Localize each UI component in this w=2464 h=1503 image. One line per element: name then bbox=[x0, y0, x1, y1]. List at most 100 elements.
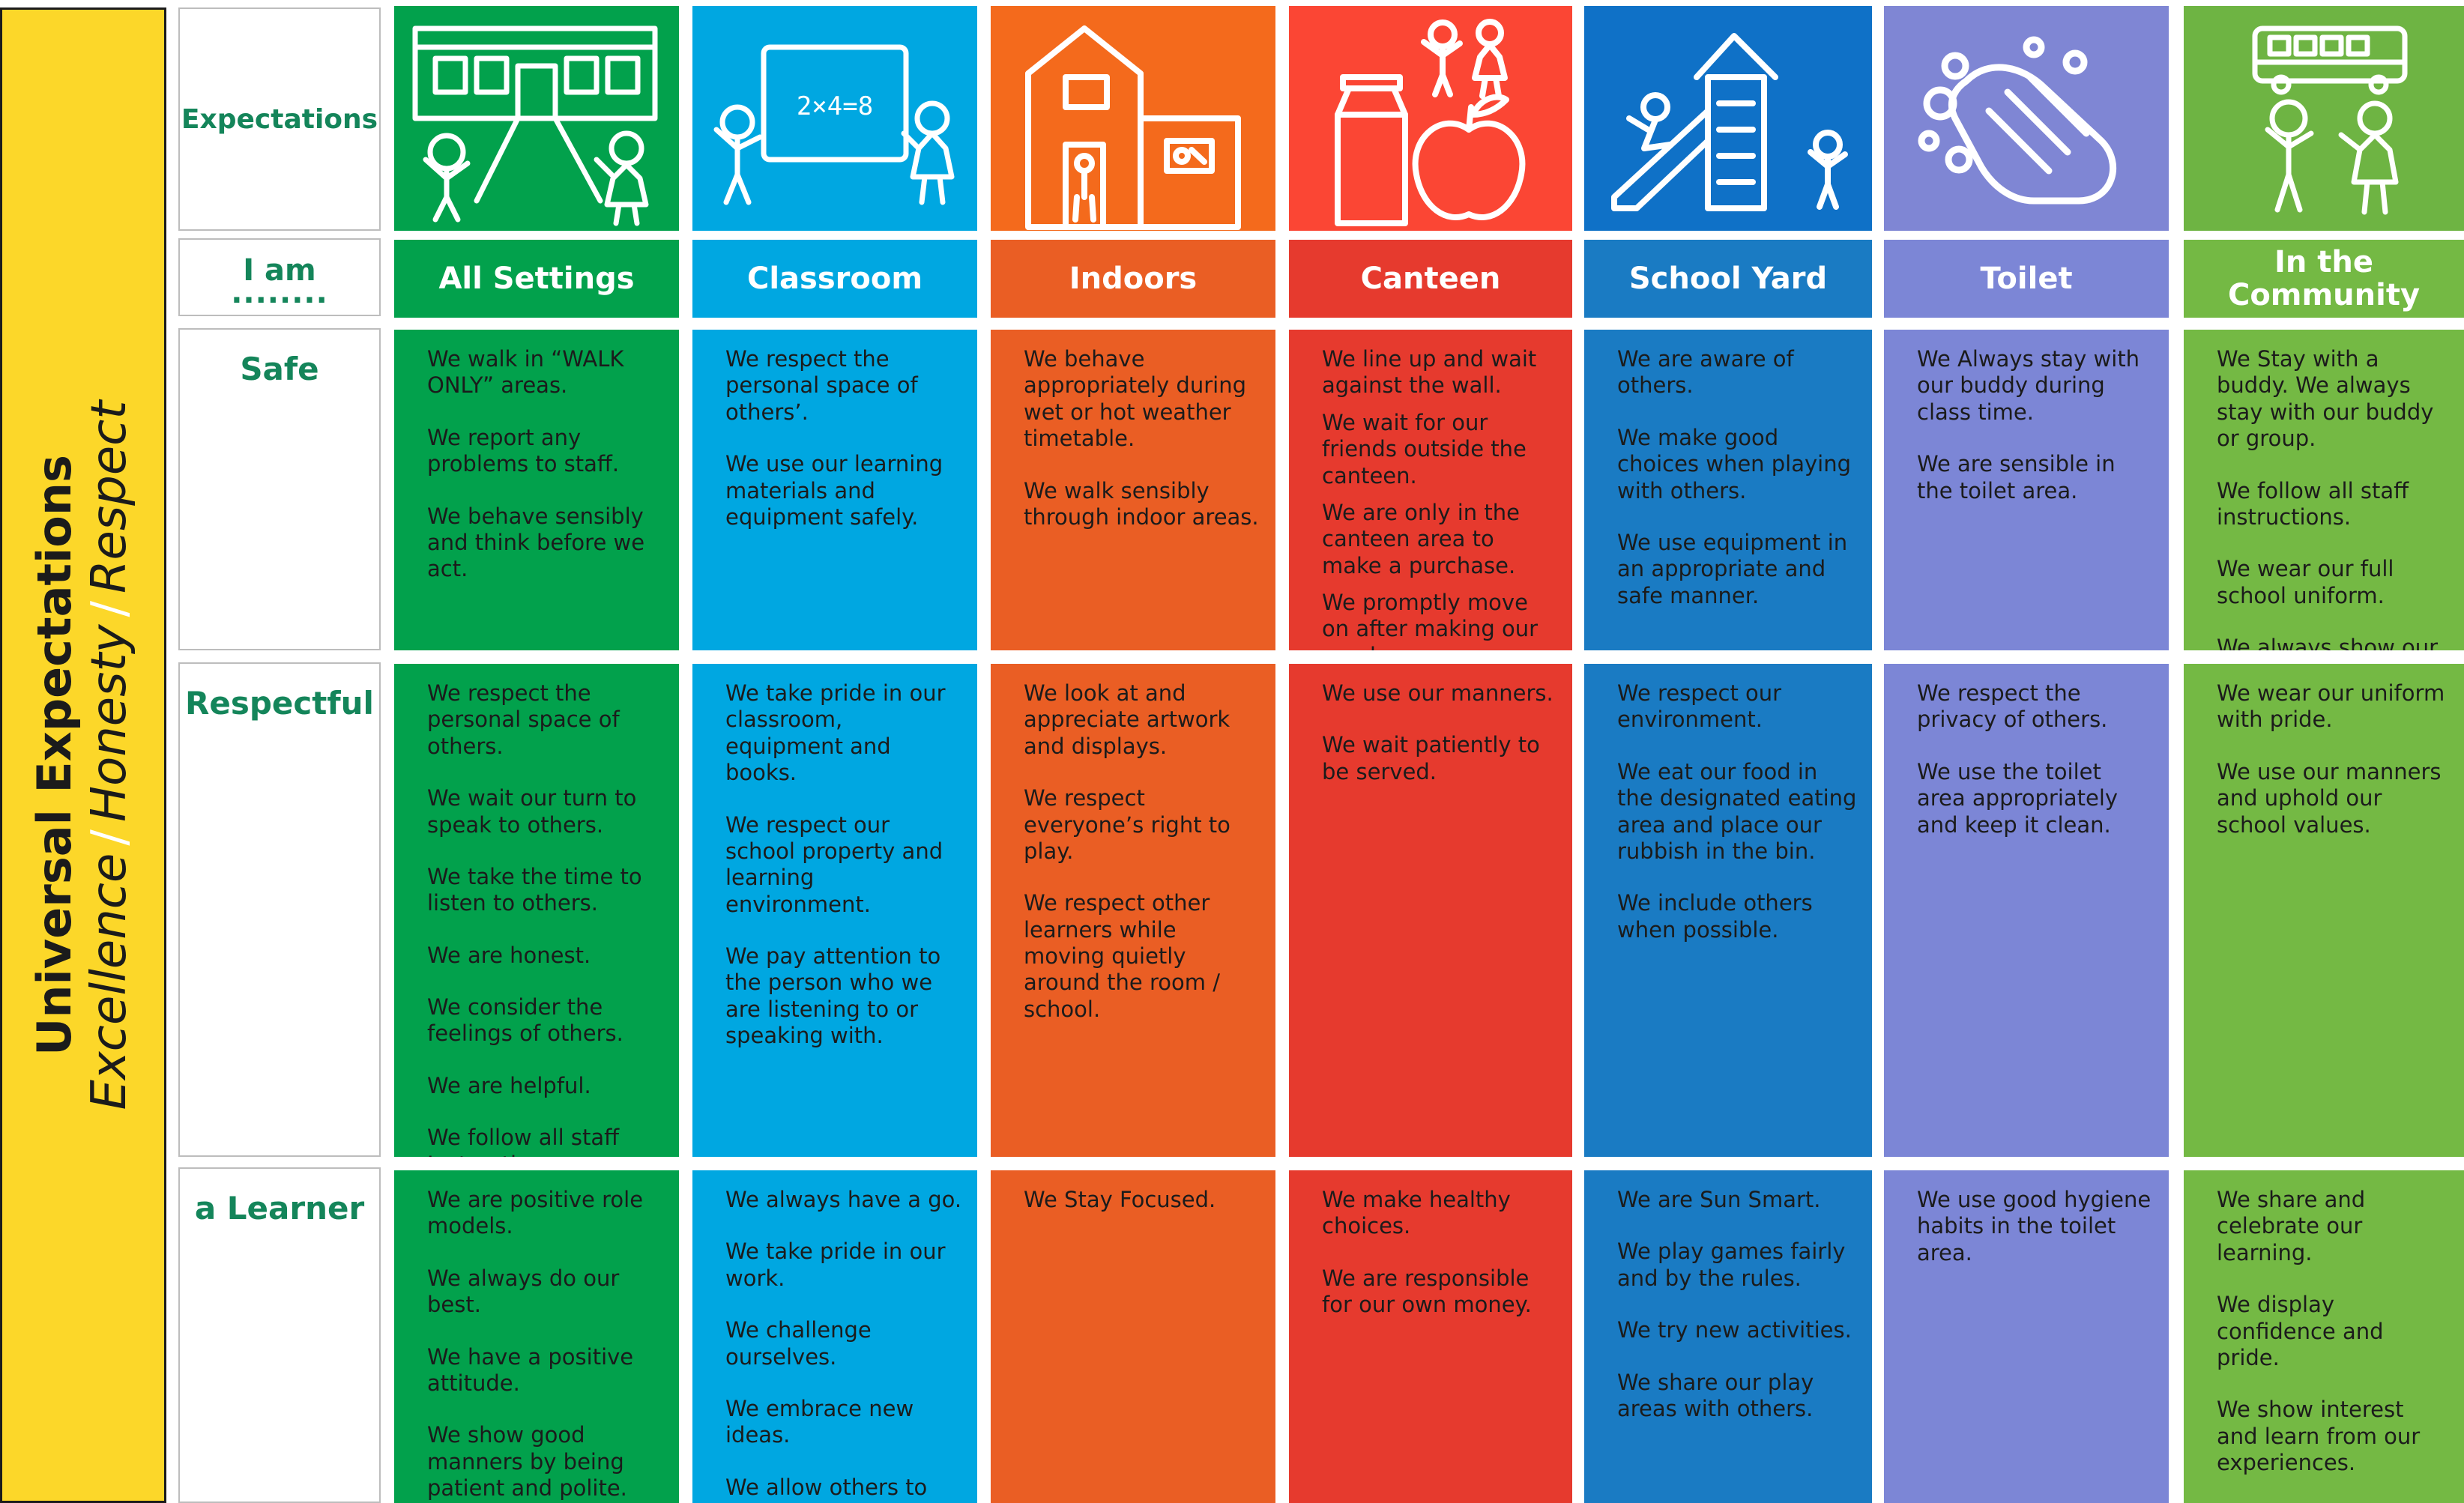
banner-values: Excellence/Honesty/Respect bbox=[82, 400, 138, 1110]
cell-indoors-respectful: We look at and appreciate artwork and di… bbox=[991, 664, 1275, 1157]
row-label-learner: a Learner bbox=[178, 1167, 381, 1503]
expectation-item: We wait our turn to speak to others. bbox=[427, 785, 637, 838]
expectation-item: We allow others to learn. bbox=[725, 1474, 928, 1503]
column-header-classroom: Classroom bbox=[692, 240, 977, 318]
expectation-item: We are positive role models. bbox=[427, 1187, 644, 1239]
expectation-item: We show good manners by being patient an… bbox=[427, 1422, 627, 1501]
expectation-item: We consider the feelings of others. bbox=[427, 994, 623, 1047]
cell-school-yard-learner: We are Sun Smart. We play games fairly an… bbox=[1584, 1170, 1872, 1503]
expectation-item: We take pride in our classroom, equipmen… bbox=[725, 680, 946, 786]
cell-in-the-community-respectful: We wear our uniform with pride.We use ou… bbox=[2184, 664, 2464, 1157]
cell-all-settings-safe: We walk in “WALK ONLY” areas. We report a… bbox=[394, 330, 679, 650]
expectation-item: We always have a go. bbox=[725, 1187, 962, 1212]
expectation-item: We respect other learners while moving q… bbox=[1024, 890, 1221, 1022]
cell-all-settings-learner: We are positive role models. We always do… bbox=[394, 1170, 679, 1503]
bus-children-icon bbox=[2184, 6, 2464, 231]
expectation-item: We eat our food in the designated eating… bbox=[1617, 758, 1857, 864]
expectation-item: We respect the personal space of others’… bbox=[725, 346, 918, 425]
cell-canteen-respectful: We use our manners.We wait patiently to … bbox=[1289, 664, 1572, 1157]
cell-indoors-safe: We behave appropriately during wet or ho… bbox=[991, 330, 1275, 650]
cell-toilet-learner: We use good hygiene habits in the toilet… bbox=[1884, 1170, 2169, 1503]
expectation-item: We look at and appreciate artwork and di… bbox=[1024, 680, 1231, 759]
expectation-item: We behave appropriately during wet or ho… bbox=[1024, 346, 1246, 452]
expectation-item: We challenge ourselves. bbox=[725, 1317, 872, 1370]
expectation-item: We make healthy choices. bbox=[1322, 1187, 1511, 1239]
cell-in-the-community-learner: We share and celebrate our learning. We d… bbox=[2184, 1170, 2464, 1503]
i-am-dots: ........ bbox=[231, 276, 328, 310]
whiteboard-children-icon: 2×4=8 bbox=[692, 6, 977, 231]
row-label-safe: Safe bbox=[178, 328, 381, 650]
expectation-item: We share and celebrate our learning. bbox=[2217, 1187, 2366, 1265]
column-header-in-the-community: In the Community bbox=[2184, 240, 2464, 318]
cell-canteen-learner: We make healthy choices. We are responsib… bbox=[1289, 1170, 1572, 1503]
expectation-item: We Stay Focused. bbox=[1024, 1187, 1216, 1212]
value-excellence: Excellence bbox=[82, 853, 138, 1110]
expectation-item: We Stay with a buddy. We always stay wit… bbox=[2217, 346, 2434, 452]
expectation-item: We include others when possible. bbox=[1617, 890, 1813, 943]
cell-indoors-learner: We Stay Focused. bbox=[991, 1170, 1275, 1503]
cell-classroom-learner: We always have a go. We take pride in our… bbox=[692, 1170, 977, 1503]
cell-school-yard-safe: We are aware of others. We make good choi… bbox=[1584, 330, 1872, 650]
expectation-item: We always do our best. bbox=[427, 1265, 620, 1318]
expectation-item: We are sensible in the toilet area. bbox=[1917, 451, 2116, 503]
expectation-item: We use equipment in an appropriate and s… bbox=[1617, 529, 1848, 608]
cell-canteen-safe: We line up and wait against the wall. We … bbox=[1289, 330, 1572, 650]
expectation-item: We behave sensibly and think before we a… bbox=[427, 503, 645, 582]
expectation-item: We walk in “WALK ONLY” areas. bbox=[427, 346, 624, 399]
cell-school-yard-respectful: We respect our environment. We eat our fo… bbox=[1584, 664, 1872, 1157]
playground-slide-icon bbox=[1584, 6, 1872, 231]
expectation-item: We use the toilet area appropriately and… bbox=[1917, 758, 2119, 838]
cell-toilet-respectful: We respect the privacy of others. We use … bbox=[1884, 664, 2169, 1157]
value-respect: Respect bbox=[82, 400, 138, 593]
i-am-label: I am ........ bbox=[178, 238, 381, 316]
i-am-text: I am bbox=[243, 253, 316, 288]
expectation-item: We wear our full school uniform. bbox=[2217, 556, 2394, 608]
expectation-item: We line up and wait against the wall. bbox=[1322, 346, 1537, 399]
expectation-item: We make good choices when playing with o… bbox=[1617, 424, 1852, 503]
row-label-respectful: Respectful bbox=[178, 662, 381, 1157]
expectation-item: We embrace new ideas. bbox=[725, 1395, 914, 1448]
expectation-item: We report any problems to staff. bbox=[427, 424, 620, 477]
expectation-item: We share our play areas with others. bbox=[1617, 1369, 1814, 1421]
column-header-canteen: Canteen bbox=[1289, 240, 1572, 318]
cell-toilet-safe: We Always stay with our buddy during cla… bbox=[1884, 330, 2169, 650]
expectation-item: We respect the privacy of others. bbox=[1917, 680, 2108, 733]
expectation-item: We wait for our friends outside the cant… bbox=[1322, 409, 1527, 489]
svg-text:2×4=8: 2×4=8 bbox=[797, 91, 873, 121]
column-header-toilet: Toilet bbox=[1884, 240, 2169, 318]
expectation-item: We promptly move on after making our pur… bbox=[1322, 590, 1539, 650]
value-honesty: Honesty bbox=[82, 624, 138, 823]
expectation-item: We try new activities. bbox=[1617, 1317, 1852, 1343]
handwashing-icon bbox=[1884, 6, 2169, 231]
expectation-item: We are Sun Smart. bbox=[1617, 1187, 1821, 1212]
expectation-item: We take pride in our work. bbox=[725, 1239, 946, 1291]
column-header-all-settings: All Settings bbox=[394, 240, 679, 318]
expectation-item: We respect our school property and learn… bbox=[725, 811, 943, 917]
expectation-item: We are honest. bbox=[427, 942, 591, 968]
cell-in-the-community-safe: We Stay with a buddy. We always stay wit… bbox=[2184, 330, 2464, 650]
expectation-item: We respect everyone’s right to play. bbox=[1024, 785, 1231, 864]
expectation-item: We are only in the canteen area to make … bbox=[1322, 499, 1520, 578]
expectation-item: We always show our best behaviour. bbox=[2217, 635, 2439, 650]
banner-title: Universal Expectations bbox=[26, 455, 82, 1056]
expectation-item: We respect our environment. bbox=[1617, 680, 1782, 733]
expectation-item: We are responsible for our own money. bbox=[1322, 1265, 1532, 1318]
expectation-item: We have a positive attitude. bbox=[427, 1343, 634, 1396]
cell-classroom-respectful: We take pride in our classroom, equipmen… bbox=[692, 664, 977, 1157]
expectation-item: We are aware of others. bbox=[1617, 346, 1794, 399]
universal-expectations-banner: Universal Expectations Excellence/Honest… bbox=[0, 7, 166, 1503]
expectation-item: We Always stay with our buddy during cla… bbox=[1917, 346, 2140, 425]
expectation-item: We use our learning materials and equipm… bbox=[725, 451, 943, 530]
expectation-item: We show interest and learn from our expe… bbox=[2217, 1397, 2421, 1475]
expectation-item: We pay attention to the person who we ar… bbox=[725, 943, 941, 1049]
banner-text: Universal Expectations Excellence/Honest… bbox=[26, 343, 139, 1167]
expectation-item: We take the time to listen to others. bbox=[427, 863, 642, 916]
apple-milk-icon bbox=[1289, 6, 1572, 231]
expectation-item: We are helpful. bbox=[427, 1072, 591, 1098]
cell-all-settings-respectful: We respect the personal space of others.… bbox=[394, 664, 679, 1157]
expectation-item: We display confidence and pride. bbox=[2217, 1292, 2384, 1370]
cell-classroom-safe: We respect the personal space of others’… bbox=[692, 330, 977, 650]
school-building-children-icon bbox=[394, 6, 679, 231]
expectation-item: We play games fairly and by the rules. bbox=[1617, 1239, 1846, 1291]
expectation-item: We follow all staff Instructions. bbox=[427, 1125, 620, 1157]
